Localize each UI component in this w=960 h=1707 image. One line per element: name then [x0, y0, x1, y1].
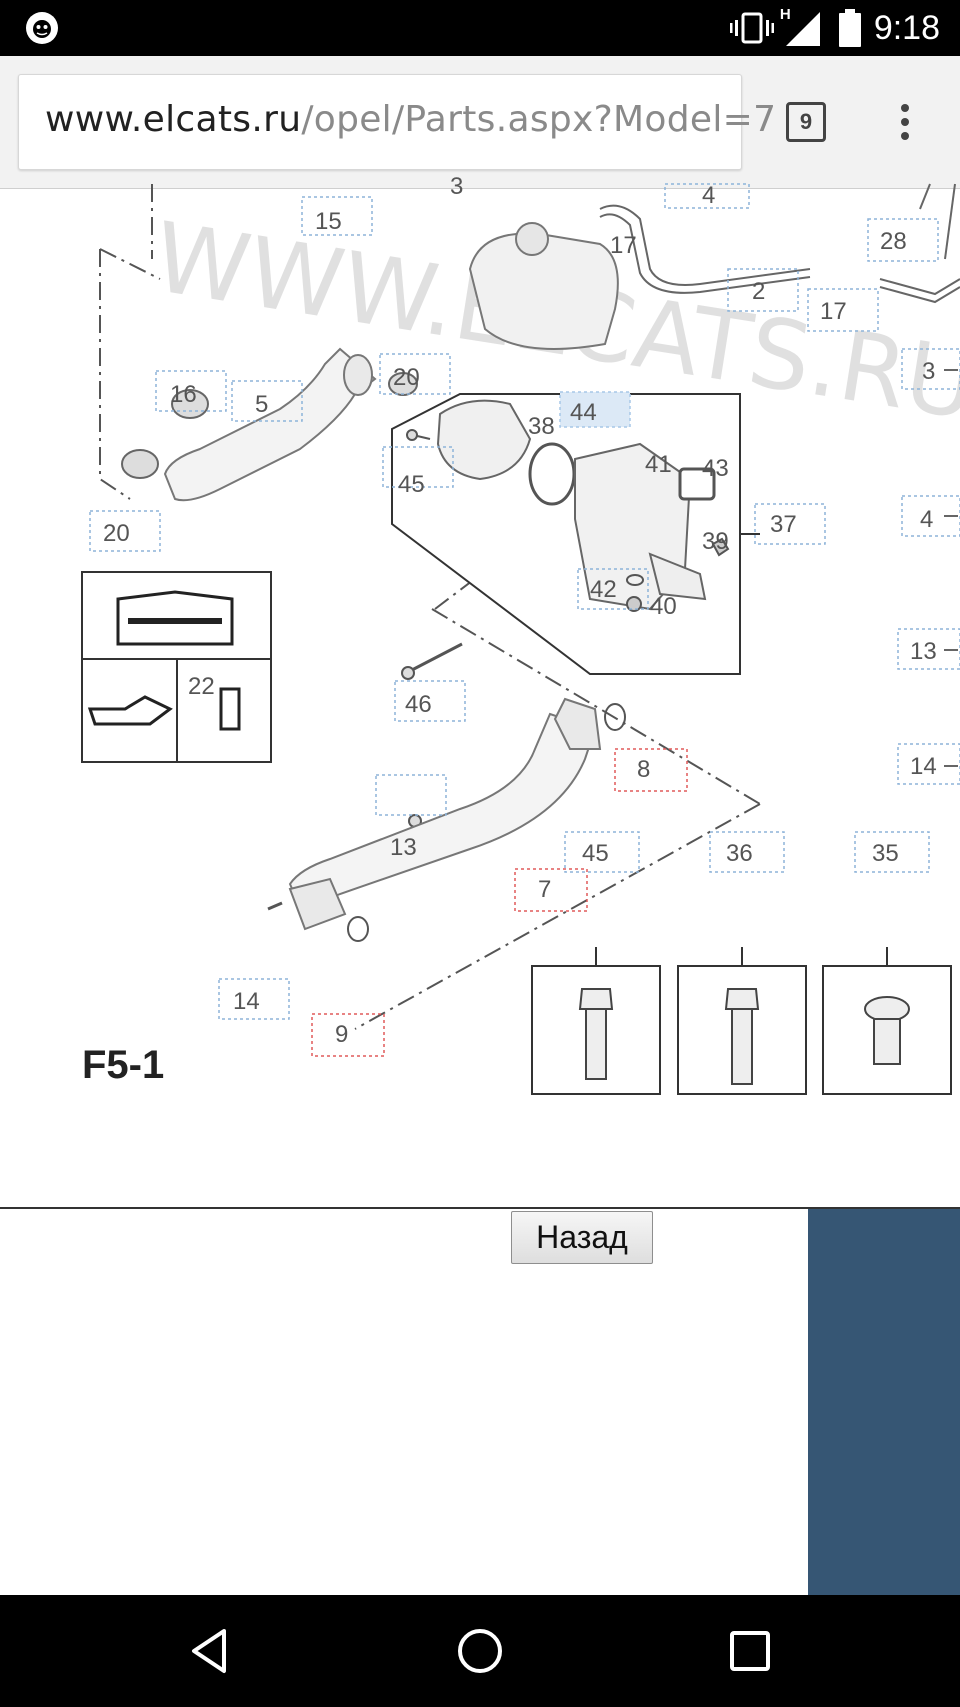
- callout-2[interactable]: 2: [752, 278, 765, 305]
- hose-lines: [599, 183, 960, 304]
- clamps: [121, 372, 418, 479]
- pipe-7: [288, 697, 602, 931]
- callout-45-mid[interactable]: 45: [398, 471, 425, 498]
- vibrate-icon: [729, 12, 774, 44]
- url-domain: www.elcats.ru: [45, 99, 302, 140]
- callout-3-right[interactable]: 3: [922, 358, 935, 385]
- address-bar[interactable]: www.elcats.ru/opel/Parts.aspx?Model=7: [18, 74, 776, 170]
- callout-4-right[interactable]: 4: [920, 506, 933, 533]
- edge-markers: [944, 369, 958, 767]
- callout-9[interactable]: 9: [335, 1021, 348, 1048]
- callout-37[interactable]: 37: [770, 511, 797, 538]
- network-type-label: H: [779, 6, 791, 23]
- browser-toolbar: www.elcats.ru/opel/Parts.aspx?Model=7 9: [0, 56, 960, 189]
- content-divider: [0, 1207, 960, 1209]
- figure-label: F5-1: [82, 1043, 164, 1087]
- callout-14-right[interactable]: 14: [910, 753, 937, 780]
- callout-41[interactable]: 41: [645, 451, 672, 478]
- bolt-detail-boxes: [531, 947, 952, 1095]
- expansion-tank: [468, 222, 619, 350]
- callout-42[interactable]: 42: [590, 576, 617, 603]
- callout-13-right[interactable]: 13: [910, 638, 937, 665]
- small-bolts: [267, 429, 463, 911]
- callout-20-top[interactable]: 20: [393, 364, 420, 391]
- callout-44[interactable]: 44: [570, 399, 597, 426]
- parts-diagram: WWW.ELCATS.RU: [0, 173, 960, 1207]
- url-text: www.elcats.ru/opel/Parts.aspx?Model=7: [45, 99, 776, 140]
- callout-36[interactable]: 36: [726, 840, 753, 867]
- callout-15[interactable]: 15: [315, 208, 342, 235]
- callout-5[interactable]: 5: [255, 391, 268, 418]
- callout-28[interactable]: 28: [880, 228, 907, 255]
- home-nav-icon[interactable]: [454, 1625, 506, 1677]
- status-bar: H 9:18: [0, 0, 960, 56]
- callout-39[interactable]: 39: [702, 528, 729, 555]
- callout-4-top[interactable]: 4: [702, 182, 715, 209]
- callout-16[interactable]: 16: [170, 381, 197, 408]
- signal-icon: H: [779, 6, 824, 48]
- back-nav-icon[interactable]: [184, 1625, 236, 1677]
- callout-46[interactable]: 46: [405, 691, 432, 718]
- overflow-menu-icon[interactable]: [888, 100, 922, 144]
- recents-nav-icon[interactable]: [724, 1625, 776, 1677]
- callout-17-right[interactable]: 17: [820, 298, 847, 325]
- service-info-box: [81, 571, 272, 763]
- seal-rings: [347, 703, 626, 942]
- callout-3-top[interactable]: 3: [450, 173, 463, 200]
- callout-13-lower[interactable]: 13: [390, 834, 417, 861]
- navigation-bar: [0, 1595, 960, 1707]
- callout-40[interactable]: 40: [650, 593, 677, 620]
- callout-38[interactable]: 38: [528, 413, 555, 440]
- callout-frames: [89, 183, 960, 1020]
- callout-22[interactable]: 22: [188, 673, 215, 700]
- callout-35[interactable]: 35: [872, 840, 899, 867]
- callout-45-lower[interactable]: 45: [582, 840, 609, 867]
- callout-14-lower[interactable]: 14: [233, 988, 260, 1015]
- callout-7[interactable]: 7: [538, 876, 551, 903]
- status-time: 9:18: [873, 8, 940, 47]
- callout-8[interactable]: 8: [637, 756, 650, 783]
- app-shield-icon: [26, 12, 58, 44]
- back-button[interactable]: Назад: [511, 1211, 653, 1264]
- url-path: /opel/Parts.aspx?Model=7: [301, 99, 777, 140]
- parts-diagram-image: WWW.ELCATS.RU: [81, 173, 960, 1095]
- callout-43[interactable]: 43: [702, 455, 729, 482]
- tab-switcher-button[interactable]: 9: [786, 102, 826, 142]
- tab-count: 9: [799, 109, 813, 134]
- hose-5: [163, 347, 377, 502]
- callout-20-left[interactable]: 20: [103, 520, 130, 547]
- side-panel: [808, 1209, 960, 1595]
- callout-frames-highlight: [311, 748, 688, 1057]
- thermostat-assembly: [391, 393, 760, 675]
- callout-17-top[interactable]: 17: [610, 232, 637, 259]
- battery-icon: [838, 9, 861, 47]
